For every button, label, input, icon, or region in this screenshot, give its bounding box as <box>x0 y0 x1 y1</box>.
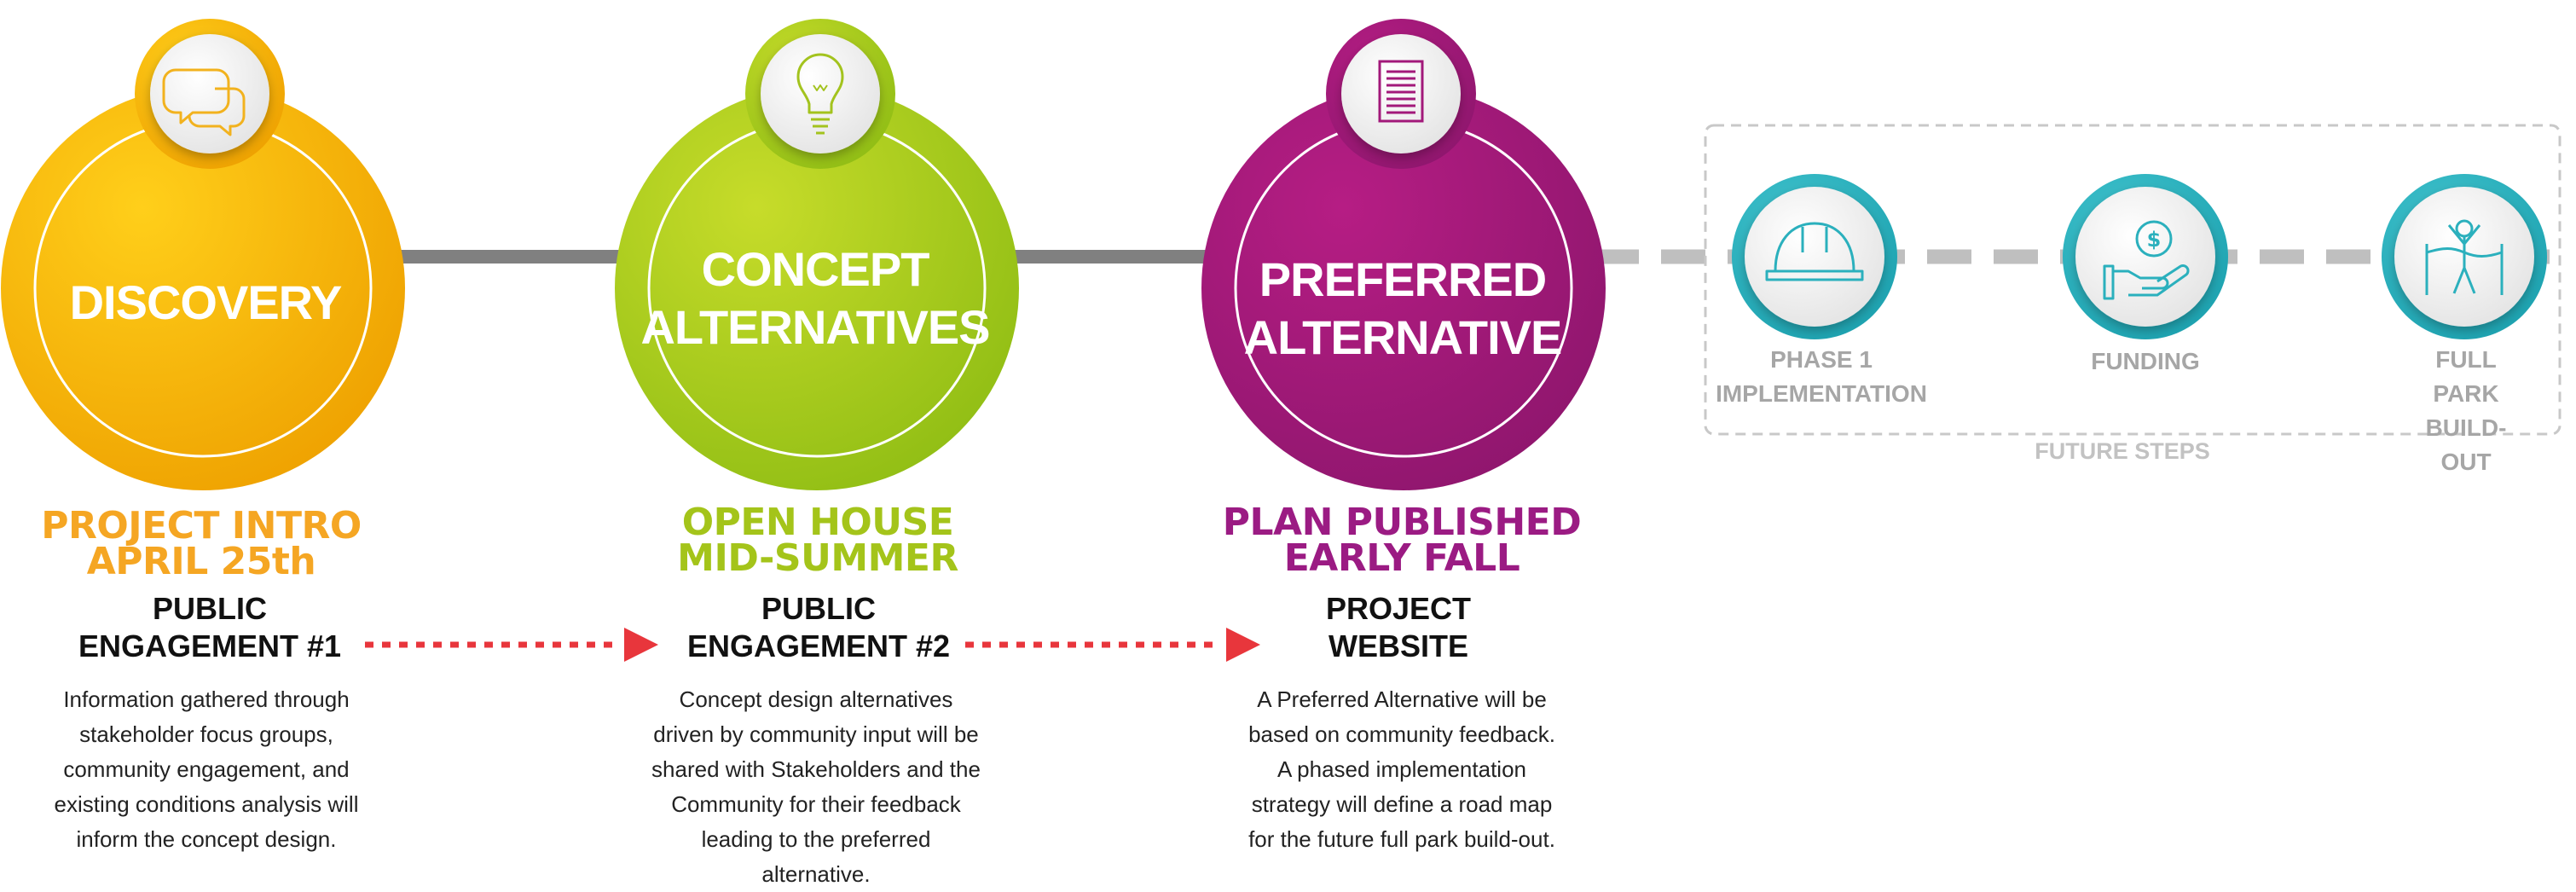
engagement-line: WEBSITE <box>1328 628 1469 663</box>
stage-title-line: PREFERRED <box>1259 252 1547 306</box>
engagement-concept: PUBLIC ENGAGEMENT #2 <box>687 590 950 665</box>
engagement-preferred: PROJECT WEBSITE <box>1326 590 1471 665</box>
description-line: strategy will define a road map <box>1251 791 1553 817</box>
money-hand-icon: $ <box>2103 220 2190 300</box>
document-icon <box>1378 60 1424 123</box>
stage-discovery-circle <box>1 86 405 490</box>
description-line: shared with Stakeholders and the <box>651 756 981 782</box>
milestone-concept: OPEN HOUSE MID-SUMMER <box>677 501 958 580</box>
arrow-engagement1-to-2 <box>365 628 658 662</box>
description-discovery: Information gathered through stakeholder… <box>55 682 359 857</box>
future-label-line: FUNDING <box>2091 348 2200 374</box>
future-step-buildout <box>2382 174 2547 339</box>
stage-title-line: ALTERNATIVES <box>640 300 990 354</box>
future-label-line: PHASE 1 <box>1770 346 1873 373</box>
future-step-funding: $ <box>2063 174 2228 339</box>
future-label-line: FULL PARK <box>2433 346 2499 407</box>
milestone-line: OPEN HOUSE <box>681 501 954 544</box>
description-line: Community for their feedback <box>671 791 961 817</box>
description-line: A phased implementation <box>1277 756 1526 782</box>
stage-title-line: DISCOVERY <box>69 275 343 329</box>
future-steps-caption: FUTURE STEPS <box>2035 438 2210 464</box>
description-line: inform the concept design. <box>76 826 337 852</box>
description-line: stakeholder focus groups, <box>79 721 333 747</box>
lightbulb-icon <box>796 53 844 135</box>
stage-preferred <box>1201 19 1606 490</box>
description-line: community engagement, and <box>63 756 350 782</box>
description-line: Concept design alternatives <box>679 686 953 712</box>
engagement-line: PROJECT <box>1325 591 1472 626</box>
stage-title-concept: CONCEPT ALTERNATIVES <box>640 240 990 356</box>
future-label-buildout: FULL PARK BUILD-OUT <box>2411 343 2521 479</box>
engagement-line: PUBLIC <box>153 591 267 626</box>
stage-concept <box>615 19 1019 490</box>
description-line: based on community feedback. <box>1248 721 1555 747</box>
description-line: driven by community input will be <box>653 721 979 747</box>
engagement-line: ENGAGEMENT #2 <box>686 628 951 663</box>
stage-title-preferred: PREFERRED ALTERNATIVE <box>1243 251 1563 367</box>
stage-title-line: CONCEPT <box>701 242 930 296</box>
stage-title-discovery: DISCOVERY <box>69 274 343 332</box>
concept-icon-badge <box>761 34 880 153</box>
description-line: A Preferred Alternative will be <box>1257 686 1547 712</box>
description-line: for the future full park build-out. <box>1248 826 1555 852</box>
milestone-line: PROJECT INTRO <box>41 504 362 547</box>
speech-bubbles-icon <box>162 68 246 136</box>
description-line: leading to the preferred <box>701 826 931 852</box>
future-step-phase1 <box>1732 174 1897 339</box>
stage-concept-circle <box>615 86 1019 490</box>
finish-line-icon <box>2425 219 2504 295</box>
milestone-discovery: PROJECT INTRO APRIL 25th <box>41 504 362 583</box>
engagement-line: ENGAGEMENT #1 <box>78 628 342 663</box>
preferred-icon-badge <box>1341 34 1461 153</box>
milestone-line: PLAN PUBLISHED <box>1222 501 1582 544</box>
milestone-line: MID-SUMMER <box>677 536 958 580</box>
future-steps-box <box>1704 124 2562 436</box>
stage-preferred-circle <box>1201 86 1606 490</box>
description-line: Information gathered through <box>63 686 350 712</box>
milestone-line: EARLY FALL <box>1283 536 1520 580</box>
future-label-phase1: PHASE 1 IMPLEMENTATION <box>1716 343 1927 411</box>
description-concept: Concept design alternatives driven by co… <box>651 682 981 892</box>
stage-title-line: ALTERNATIVE <box>1243 310 1563 364</box>
stage-discovery <box>1 19 405 490</box>
description-preferred: A Preferred Alternative will be based on… <box>1248 682 1555 857</box>
milestone-line: APRIL 25th <box>86 540 316 583</box>
description-line: existing conditions analysis will <box>54 791 359 817</box>
milestone-preferred: PLAN PUBLISHED EARLY FALL <box>1222 501 1582 580</box>
arrow-engagement2-to-3 <box>965 628 1260 662</box>
hard-hat-icon <box>1765 222 1864 281</box>
engagement-discovery: PUBLIC ENGAGEMENT #1 <box>78 590 341 665</box>
future-label-funding: FUNDING <box>2091 345 2200 379</box>
svg-text:$: $ <box>2147 228 2162 252</box>
future-label-line: IMPLEMENTATION <box>1716 380 1927 407</box>
description-line: alternative. <box>761 861 871 887</box>
engagement-line: PUBLIC <box>761 591 876 626</box>
future-label-line: BUILD-OUT <box>2425 414 2507 475</box>
discovery-icon-badge <box>150 34 269 153</box>
